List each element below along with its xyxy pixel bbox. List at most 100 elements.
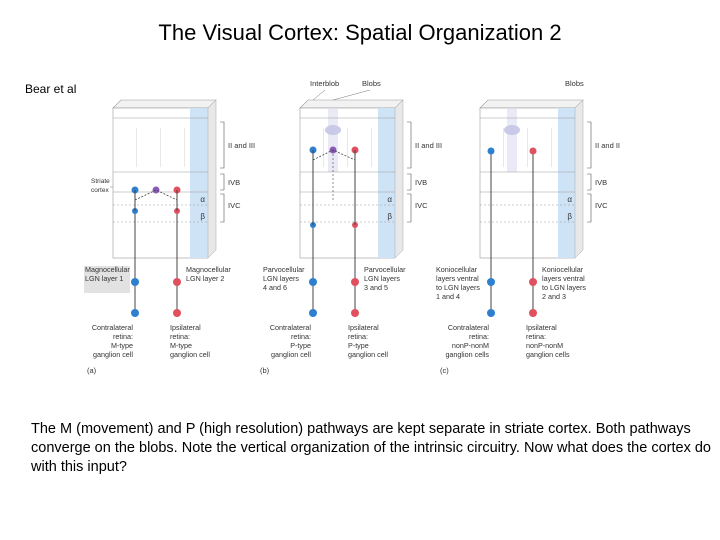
panel-a-left-lgn-neuron (131, 278, 139, 286)
panel-b-top-leader-0 (312, 89, 326, 101)
panel-b-label-l4b: IVB (415, 178, 427, 187)
panel-b-label-beta: β (387, 212, 392, 221)
panel-a-bracket-l4c (220, 193, 225, 223)
panel-a-label-beta: β (200, 212, 205, 221)
panel-a-label-alpha: α (200, 195, 205, 204)
panel-a-label-l4c: IVC (228, 201, 241, 210)
panel-c-blob (504, 125, 520, 135)
panel-c-right-retina-label-line-1: retina: (526, 332, 546, 341)
panel-a-left-retina-neuron (131, 309, 139, 317)
panel-c-right-lgn-label-line-3: 2 and 3 (542, 292, 566, 301)
panel-c-right-blob-neuron (529, 147, 537, 155)
panel-c-right-lgn-label-line-2: to LGN layers (542, 283, 586, 292)
panel-c-right-retina-label-line-2: nonP-nonM (526, 341, 563, 350)
panel-a-side-stripe (190, 108, 208, 258)
panel-c-right-lgn-neuron (529, 278, 537, 286)
panel-a-left-retina-label-line-0: Contralateral (92, 323, 134, 332)
panel-c-label-l23: II and III (595, 141, 620, 150)
panel-c-left-retina-neuron (487, 309, 495, 317)
panel-b-top-leader-1 (332, 89, 371, 101)
panel-c-label-beta: β (567, 212, 572, 221)
panel-c-left-retina-label-line-0: Contralateral (448, 323, 490, 332)
panel-a-block-side (207, 99, 217, 259)
panel-b-right-retina-label-line-1: retina: (348, 332, 368, 341)
panel-b-block-top (299, 99, 404, 109)
panel-b-left-lgn-neuron (309, 278, 317, 286)
panel-c-letter: (c) (440, 366, 449, 375)
panel-c-blob-column (507, 108, 517, 172)
panel-b-label-alpha: α (387, 195, 392, 204)
panel-b-label-l23: II and III (415, 141, 442, 150)
panel-a-left-lgn-label-line-0: Magnocellular (85, 265, 130, 274)
panel-c-left-retina-label-line-3: ganglion cells (445, 350, 489, 359)
panel-b-bracket-l4c (407, 193, 412, 223)
panel-a-binocular-neuron (152, 186, 160, 194)
panel-b-left-lgn-label-line-0: Parvocellular (263, 265, 305, 274)
panel-c-label-l4b: IVB (595, 178, 607, 187)
panel-b-top-label-interblob: Interblob (310, 79, 339, 88)
panel-a-right-lgn-neuron (173, 278, 181, 286)
panel-a-right-retina-label-line-1: retina: (170, 332, 190, 341)
panel-b-right-lgn-label-line-0: Parvocellular (364, 265, 406, 274)
panel-a-label-l23: II and III (228, 141, 255, 150)
panel-c-block-side (574, 99, 584, 259)
panel-c-side-stripe (558, 108, 575, 258)
panel-a-letter: (a) (87, 366, 97, 375)
panel-b-blob (325, 125, 341, 135)
slide-title: The Visual Cortex: Spatial Organization … (158, 20, 562, 45)
panel-b-blob-column (328, 108, 338, 172)
panel-b-left-retina-label-line-2: P-type (290, 341, 311, 350)
panel-a-right-retina-label-line-0: Ipsilateral (170, 323, 201, 332)
panel-c-left-lgn-label-line-2: to LGN layers (436, 283, 480, 292)
panel-b-left-retina-label-line-0: Contralateral (270, 323, 312, 332)
panel-b-right-lgn-neuron (351, 278, 359, 286)
panel-b-left-retina-neuron (309, 309, 317, 317)
panel-a-left-lgn-label-line-1: LGN layer 1 (85, 274, 123, 283)
panel-b-right-retina-label-line-2: P-type (348, 341, 369, 350)
panel-c-left-lgn-label-line-0: Koniocellular (436, 265, 478, 274)
panel-a-bracket-l23 (220, 121, 225, 169)
panel-b-left-lgn-label-line-2: 4 and 6 (263, 283, 287, 292)
panel-c-right-retina-label-line-0: Ipsilateral (526, 323, 557, 332)
panel-c-top-label-blobs: Blobs (565, 79, 584, 88)
panel-b-side-stripe (378, 108, 395, 258)
panel-a-bracket-l4b (220, 173, 225, 191)
panel-a-right-retina-neuron (173, 309, 181, 317)
panel-c-right-retina-neuron (529, 309, 537, 317)
panel-c-bracket-l23 (587, 121, 592, 169)
panel-c-right-retina-label-line-3: ganglion cells (526, 350, 570, 359)
panel-c-bracket-l4b (587, 173, 592, 191)
panel-a-left-retina-label-line-2: M-type (111, 341, 133, 350)
figure-credit: Bear et al (25, 82, 77, 96)
panel-c-left-blob-neuron (487, 147, 495, 155)
panel-b-right-retina-label-line-3: ganglion cell (348, 350, 388, 359)
panel-a-block-top (112, 99, 217, 109)
panel-a-right-lgn-label-line-1: LGN layer 2 (186, 274, 224, 283)
panel-a-right-retina-label-line-3: ganglion cell (170, 350, 210, 359)
slide-caption: The M (movement) and P (high resolution)… (31, 421, 711, 475)
panel-a-striate-label-line-1: cortex (91, 187, 109, 194)
panel-b-top-label-blobs: Blobs (362, 79, 381, 88)
panel-c-label-alpha: α (567, 195, 572, 204)
panel-a-label-l4b: IVB (228, 178, 240, 187)
panel-b-left-retina-label-line-1: retina: (291, 332, 311, 341)
panel-c-block-top (479, 99, 584, 109)
panel-c-left-lgn-label-line-3: 1 and 4 (436, 292, 460, 301)
panel-a-convergence-path (134, 189, 178, 201)
panel-a-right-lgn-label-line-0: Magnocellular (186, 265, 231, 274)
panel-c-label-l4c: IVC (595, 201, 608, 210)
panel-a-lgn-highlight (84, 266, 130, 293)
panel-b-right-lgn-label-line-1: LGN layers (364, 274, 400, 283)
panel-b-left-retina-label-line-3: ganglion cell (271, 350, 311, 359)
panel-a-left-retina-label-line-3: ganglion cell (93, 350, 133, 359)
panel-b-right-retina-neuron (351, 309, 359, 317)
panel-c-right-lgn-label-line-0: Koniocellular (542, 265, 584, 274)
panel-a-right-retina-label-line-2: M-type (170, 341, 192, 350)
visual-cortex-figure: II and IIIIVBIVCαβStriatecortexMagnocell… (84, 79, 620, 375)
panel-c-left-lgn-label-line-1: layers ventral (436, 274, 479, 283)
panel-b-left-lgn-label-line-1: LGN layers (263, 274, 299, 283)
panel-b-bracket-l4b (407, 173, 412, 191)
panel-b-letter: (b) (260, 366, 270, 375)
panel-c-bracket-l4c (587, 193, 592, 223)
panel-b-label-l4c: IVC (415, 201, 428, 210)
